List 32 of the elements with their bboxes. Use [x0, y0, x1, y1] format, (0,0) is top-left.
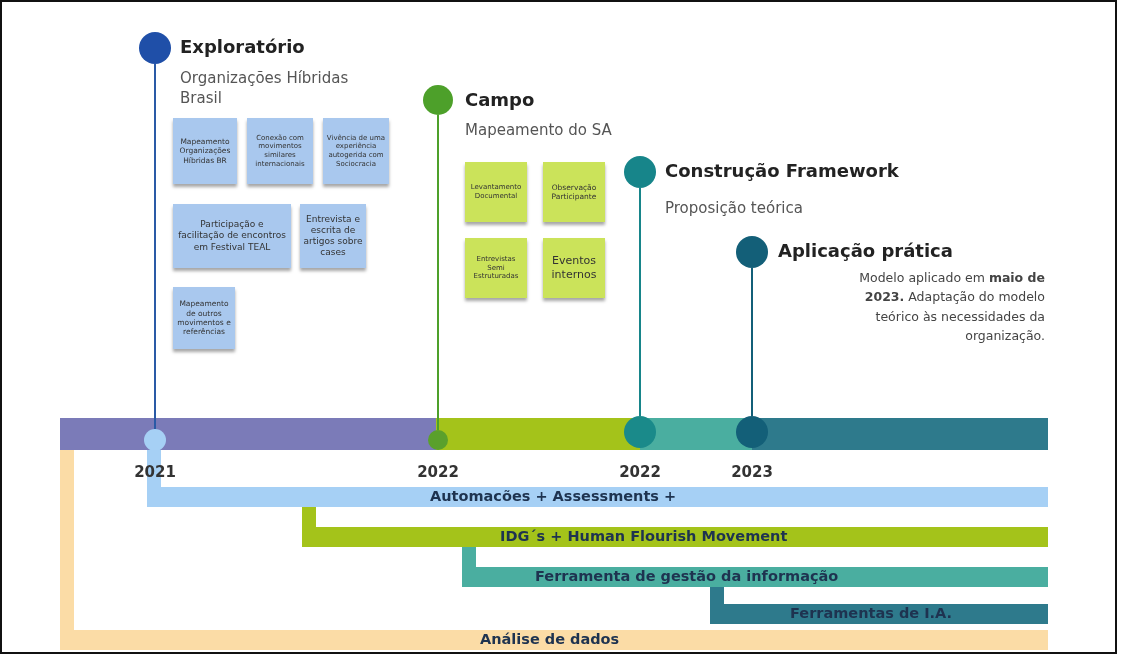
milestone-dot	[144, 429, 166, 451]
milestone-dot	[736, 416, 768, 448]
milestone-title: Construção Framework	[665, 159, 900, 183]
band-label: Ferramentas de I.A.	[790, 605, 953, 621]
year-label: 2022	[416, 463, 460, 481]
milestone-subtitle: Proposição teórica	[665, 198, 804, 219]
milestone-dot	[624, 156, 656, 188]
timeline-band	[462, 547, 1048, 587]
milestone-description: Modelo aplicado em maio de 2023. Adaptação do modelo teórico às necessidades da organização.	[858, 269, 1045, 346]
timeline-band	[60, 450, 1048, 650]
year-label: 2023	[730, 463, 774, 481]
milestone-title: Aplicação prática	[778, 239, 954, 263]
milestone-subtitle: Organizações Híbridas Brasil	[180, 68, 350, 109]
milestone-subtitle: Mapeamento do SA	[465, 120, 613, 141]
sticky-note: Participação e facilitação de encontros em Festival TEAL	[173, 204, 291, 268]
timeline-band	[302, 507, 1048, 547]
milestone-title: Exploratório	[180, 35, 306, 59]
milestone-dot	[428, 430, 448, 450]
year-label: 2022	[618, 463, 662, 481]
milestone-title: Campo	[465, 88, 536, 112]
milestone-dot	[423, 85, 453, 115]
band-label: Ferramenta de gestão da informação	[535, 568, 839, 584]
timeline-band	[710, 587, 1048, 624]
band-label: IDG´s + Human Flourish Movement	[500, 528, 788, 544]
band-label: Análise de dados	[480, 631, 620, 647]
sticky-note: Eventos internos	[543, 238, 605, 298]
milestone-dot	[736, 236, 768, 268]
band-label: Automacões + Assessments +	[430, 488, 677, 504]
milestone-dot	[624, 416, 656, 448]
milestone-dot	[139, 32, 171, 64]
sticky-note: Entrevista e escrita de artigos sobre cases	[300, 204, 366, 268]
year-label: 2021	[133, 463, 177, 481]
